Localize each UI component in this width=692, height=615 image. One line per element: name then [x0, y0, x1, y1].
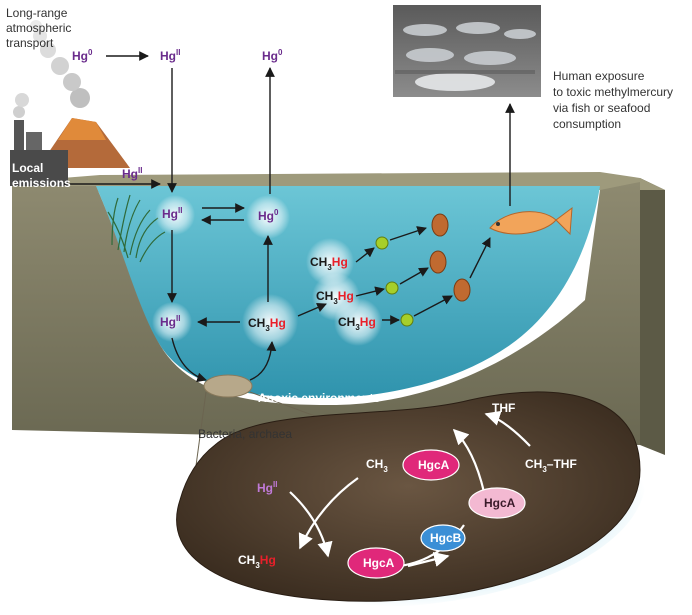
- sediment-lump: [203, 374, 253, 398]
- hgII-atmosphere: HgII: [160, 48, 180, 63]
- hg0-atmosphere-right: Hg0: [262, 48, 283, 63]
- human-exposure-label: Human exposure to toxic methylmercury vi…: [553, 69, 676, 131]
- hgca-label-bottom: HgcA: [363, 556, 395, 570]
- hgcb-label: HgcB: [430, 531, 462, 545]
- methylmercury-middle: CH3Hg: [316, 289, 354, 306]
- cycle-arrows: [64, 51, 515, 383]
- reeds: [107, 194, 166, 263]
- hgII-lake-lower: HgII: [160, 314, 180, 329]
- methylmercury-upper: CH3Hg: [310, 255, 348, 272]
- algae-cells: [375, 236, 414, 327]
- ground-side-face: [640, 178, 665, 455]
- ch3-thf-label: CH3–THF: [525, 457, 577, 474]
- fish-image: [393, 5, 541, 97]
- hgII-emission: HgII: [122, 166, 142, 181]
- long-range-label: Long-range atmospheric transport: [6, 6, 75, 50]
- hg0-lake: Hg0: [258, 208, 279, 223]
- hgII-bacterium: HgII: [257, 480, 277, 495]
- fish-icon: [489, 206, 573, 236]
- bacteria-label: Bacteria, archaea: [198, 427, 292, 441]
- factory: [10, 93, 68, 186]
- hgII-lake-upper: HgII: [162, 206, 182, 221]
- hgcb-enzyme: [420, 524, 466, 552]
- hgca-enzyme-light: [468, 487, 526, 519]
- methylmercury-bacterium: CH3Hg: [238, 553, 276, 570]
- pathway-arrows: [289, 410, 531, 568]
- zooplankton: [429, 213, 471, 302]
- anoxic-label: Anoxic environments: [258, 391, 380, 405]
- methyl-donor-label: CH3: [366, 457, 388, 474]
- bacterium-cell: [174, 391, 647, 608]
- methylmercury-lower: CH3Hg: [338, 315, 376, 332]
- hgca-label-top: HgcA: [418, 458, 450, 472]
- local-emissions-label: Local emissions: [12, 161, 71, 190]
- hgca-enzyme-top: [402, 449, 460, 481]
- thf-label: THF: [492, 401, 515, 415]
- hgca-label-light: HgcA: [484, 496, 516, 510]
- species-glows: [152, 195, 382, 350]
- hg0-atmosphere-left: Hg0: [72, 48, 93, 63]
- methylmercury-center: CH3Hg: [248, 316, 286, 333]
- enzymes: [347, 449, 526, 579]
- hgca-enzyme-bottom: [347, 547, 405, 579]
- ground-front: [12, 182, 640, 445]
